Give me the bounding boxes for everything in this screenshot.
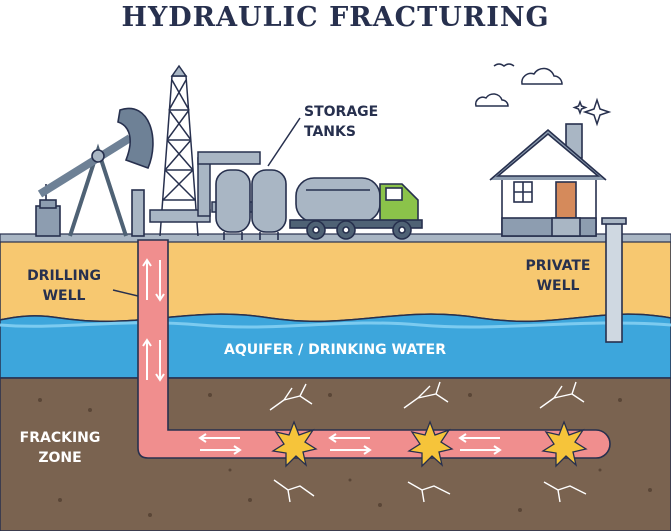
fracture-burst-3 [541,420,588,468]
storage-tanks-label-line1: STORAGE [304,104,379,120]
sparkle-icon [572,97,612,127]
fracking-zone-label-line1: FRACKING [19,430,101,446]
fracking-zone-label: FRACKING ZONE [10,428,110,468]
private-well-pipe [601,217,627,343]
storage-tanks-label: STORAGE TANKS [304,102,414,142]
fracking-zone-label-line2: ZONE [38,450,82,466]
rock-speckles [38,393,652,517]
aquifer-ripple [0,321,671,329]
drilling-well-label: DRILLING WELL [14,266,114,306]
fracture-burst-2 [407,420,454,468]
drilling-well-label-line2: WELL [42,288,86,304]
bird-icon [493,63,515,67]
page-title: HYDRAULIC FRACTURING [121,2,550,33]
pumpjack-icon [35,107,154,237]
private-well-label: PRIVATE WELL [512,256,604,296]
drilling-well-label-line1: DRILLING [27,268,101,284]
storage-tanks-icon [215,169,287,240]
fracture-bursts [271,420,588,468]
tanker-truck-icon [289,177,423,240]
ground-surface [0,233,671,243]
aquifer-label: AQUIFER / DRINKING WATER [223,342,446,358]
rock-cracks [269,381,587,503]
private-well-label-line2: WELL [536,278,580,294]
fracture-burst-1 [271,420,318,468]
drilling-well-leader [112,289,139,297]
private-well-label-line1: PRIVATE [525,258,591,274]
cloud-icon [475,67,563,107]
storage-tanks-label-line2: TANKS [304,124,356,140]
flow-arrows [142,258,502,455]
storage-tanks-leader [267,117,301,167]
drilling-derrick-icon [159,64,199,237]
house-icon [489,123,607,237]
